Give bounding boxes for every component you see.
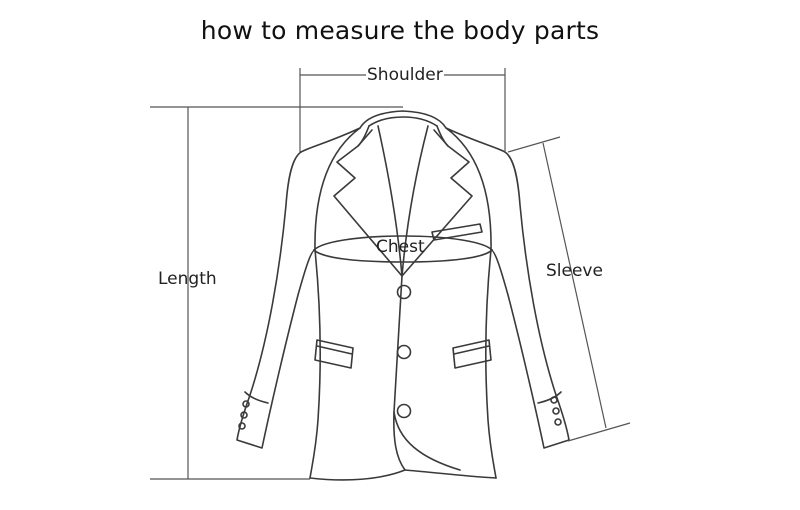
front-opening <box>393 275 406 471</box>
sleeve-line <box>542 142 607 429</box>
cuff-button-right-3 <box>554 418 562 426</box>
cuff-button-left-2 <box>240 411 248 419</box>
right-cuff-line <box>244 391 269 404</box>
button-middle <box>396 344 412 360</box>
sleeve-label: Sleeve <box>546 261 603 281</box>
left-hem <box>309 469 406 481</box>
left-flap-pocket-line <box>316 345 353 355</box>
cuff-button-right-2 <box>552 407 560 415</box>
right-hem <box>404 469 497 479</box>
left-lapel-notch <box>357 129 373 147</box>
length-label: Length <box>158 269 217 289</box>
collar-inner <box>368 116 438 127</box>
cuff-button-left-1 <box>242 400 250 408</box>
sleeve-bottom-tick <box>567 422 631 442</box>
collar-back <box>359 110 447 129</box>
diagram-title: how to measure the body parts <box>200 16 600 45</box>
shoulder-label: Shoulder <box>366 65 444 85</box>
chest-ellipse-front <box>313 249 493 263</box>
cuff-button-left-3 <box>238 422 246 430</box>
chest-ellipse-back <box>313 235 493 251</box>
chest-label: Chest <box>376 237 425 257</box>
right-flap-pocket <box>452 339 492 369</box>
front-hem-overlap <box>393 411 461 471</box>
sleeve-top-tick <box>507 136 561 153</box>
button-bottom <box>396 403 412 419</box>
right-flap-pocket-line <box>453 345 490 355</box>
left-sleeve-outline <box>490 151 570 449</box>
button-top <box>396 284 412 300</box>
cuff-button-right-1 <box>550 396 558 404</box>
right-sleeve-outline <box>236 151 316 449</box>
right-lapel-notch <box>433 129 449 147</box>
left-flap-pocket <box>314 339 354 369</box>
